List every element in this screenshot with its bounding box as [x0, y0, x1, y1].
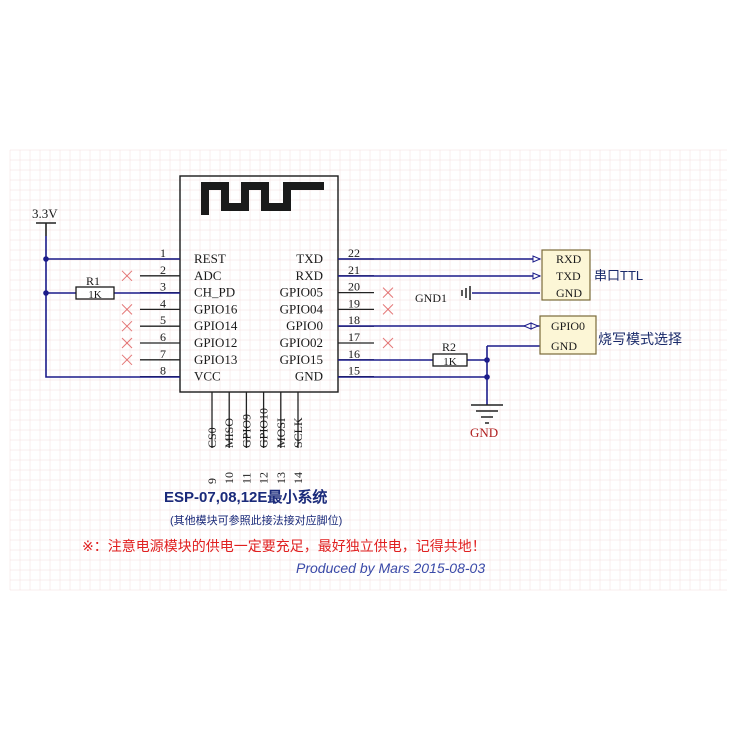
- right-pins: 22 TXD 21 RXD 20 GPIO05 19 GPIO04 18 GPIO0 17 GPIO0…: [280, 246, 394, 384]
- pin-number-12: 12: [257, 472, 271, 484]
- pin-label-gpio10: GPIO10: [257, 408, 271, 448]
- pin-label-gpio02: GPIO02: [280, 335, 323, 350]
- pin-number-18: 18: [348, 313, 360, 327]
- pin-label-rest: REST: [194, 251, 226, 266]
- pin-label-gpio04: GPIO04: [280, 301, 324, 316]
- uart-label: 串口TTL: [594, 268, 643, 283]
- pin-number-13: 13: [274, 472, 288, 484]
- ground-symbol: GND: [470, 404, 503, 440]
- pin-label-cs0: CS0: [205, 427, 219, 448]
- pin-number-4: 4: [160, 296, 166, 310]
- esp-module-body: [179, 175, 339, 393]
- pin-number-9: 9: [205, 478, 219, 484]
- pin-label-gpio13: GPIO13: [194, 352, 237, 367]
- pin-number-14: 14: [291, 472, 305, 484]
- pin-number-1: 1: [160, 246, 166, 260]
- power-symbol-3v3: 3.3V: [32, 206, 58, 236]
- flash-mode-connector: GPIO0 GND 烧写模式选择: [539, 315, 682, 355]
- pin-label-sclk: SCLK: [291, 417, 305, 448]
- resistor-r2: R2 1K: [432, 340, 468, 368]
- pin-label-gnd: GND: [295, 369, 323, 384]
- pin-label-mosi: MOSI: [274, 418, 288, 448]
- uart-pin-rxd: RXD: [556, 252, 582, 266]
- power-warning: ※：注意电源模块的供电一定要充足，最好独立供电，记得共地！: [82, 538, 486, 554]
- pin-label-gpio16: GPIO16: [194, 301, 238, 316]
- pin-number-10: 10: [222, 472, 236, 484]
- uart-pin-txd: TXD: [556, 269, 581, 283]
- pin-label-gpio0: GPIO0: [286, 318, 323, 333]
- right-wiring: [338, 255, 542, 405]
- r1-name: R1: [86, 274, 100, 288]
- pin-number-3: 3: [160, 280, 166, 294]
- pin-number-7: 7: [160, 347, 166, 361]
- pin-label-txd: TXD: [296, 251, 323, 266]
- uart-gnd-label: GND1: [415, 291, 447, 305]
- diagram-title: ESP-07,08,12E最小系统: [164, 488, 327, 506]
- flash-pin-gnd: GND: [551, 339, 577, 353]
- r2-value: 1K: [443, 356, 457, 368]
- pin-number-2: 2: [160, 263, 166, 277]
- pin-label-adc: ADC: [194, 268, 221, 283]
- pin-label-rxd: RXD: [296, 268, 323, 283]
- pin-number-21: 21: [348, 263, 360, 277]
- r2-name: R2: [442, 340, 456, 354]
- background-grid: [9, 149, 727, 591]
- pin-label-gpio9: GPIO9: [239, 414, 253, 448]
- pin-number-22: 22: [348, 246, 360, 260]
- pin-number-16: 16: [348, 347, 360, 361]
- pin-number-5: 5: [160, 313, 166, 327]
- pin-number-11: 11: [239, 472, 253, 484]
- flash-pin-gpio0: GPIO0: [551, 319, 585, 333]
- antenna-trace-icon: [201, 182, 324, 215]
- power-label: 3.3V: [32, 206, 58, 221]
- flash-label: 烧写模式选择: [598, 331, 682, 347]
- pin-label-gpio12: GPIO12: [194, 335, 237, 350]
- credit-line: Produced by Mars 2015-08-03: [296, 560, 485, 576]
- pin-number-15: 15: [348, 364, 360, 378]
- pin-label-gpio15: GPIO15: [280, 352, 323, 367]
- pin-label-vcc: VCC: [194, 369, 221, 384]
- pin-number-17: 17: [348, 330, 360, 344]
- r1-value: 1K: [88, 289, 102, 301]
- diagram-subtitle: (其他模块可参照此接法接对应脚位): [170, 513, 342, 527]
- uart-connector: RXD TXD GND 串口TTL GND1: [415, 249, 643, 305]
- bottom-pins: CS0 9 MISO 10 GPIO9 11 GPIO10 12 MOSI 13 SCLK 14: [205, 392, 305, 484]
- pin-number-19: 19: [348, 296, 360, 310]
- pin-number-6: 6: [160, 330, 166, 344]
- pin-label-gpio05: GPIO05: [280, 285, 323, 300]
- pin-label-miso: MISO: [222, 418, 236, 448]
- resistor-r1: R1 1K: [75, 274, 115, 301]
- pin-label-ch_pd: CH_PD: [194, 285, 235, 300]
- pin-number-8: 8: [160, 364, 166, 378]
- left-wiring: [43, 236, 180, 378]
- pin-label-gpio14: GPIO14: [194, 318, 238, 333]
- uart-pin-gnd: GND: [556, 286, 582, 300]
- ground-label: GND: [470, 425, 498, 440]
- pin-number-20: 20: [348, 280, 360, 294]
